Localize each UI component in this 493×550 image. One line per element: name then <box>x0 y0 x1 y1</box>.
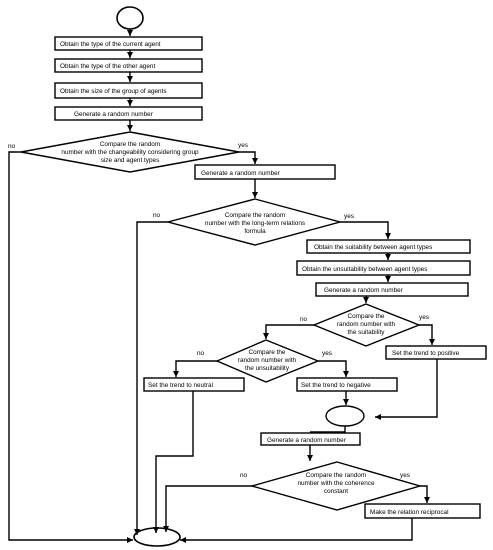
text-obtain-suitability: Obtain the suitability between agent typ… <box>314 244 432 251</box>
label-no-suitability: no <box>300 316 308 323</box>
start-terminal <box>116 6 144 30</box>
label-no-unsuitability: no <box>197 350 205 357</box>
label-yes-long-term: yes <box>344 213 354 220</box>
text-gen-random-2: Generate a random number <box>201 170 281 177</box>
text-changeability-2: number with the changeability considerin… <box>61 149 199 156</box>
text-long-term-2: number with the long-term relations <box>205 220 305 227</box>
text-coherence-1: Compare the random <box>306 472 366 479</box>
text-coherence-3: constant <box>324 488 348 495</box>
text-coherence-2: number with the coherence <box>297 480 375 487</box>
label-no-long-term: no <box>153 212 161 219</box>
step-trend-positive <box>385 345 487 360</box>
label-no-changeability: no <box>8 143 16 150</box>
step-trend-negative <box>296 377 398 392</box>
text-gen-random-4: Generate a random number <box>267 437 347 444</box>
text-gen-random-3: Generate a random number <box>324 287 404 294</box>
label-yes-unsuitability: yes <box>322 350 332 357</box>
decision-unsuitability <box>215 339 320 383</box>
text-changeability-3: size and agent types <box>101 157 160 164</box>
text-obtain-other-type: Obtain the type of the other agent <box>60 63 155 70</box>
step-gen-random-2 <box>194 164 336 180</box>
decision-coherence <box>249 461 423 511</box>
text-long-term-3: formula <box>244 228 266 235</box>
label-yes-changeability: yes <box>238 142 248 149</box>
step-obtain-unsuitability <box>296 260 471 276</box>
text-trend-neutral: Set the trend to neutral <box>148 382 213 389</box>
step-make-reciprocal <box>364 503 481 519</box>
text-long-term-1: Compare the random <box>225 212 285 219</box>
step-obtain-current-type <box>54 36 203 51</box>
text-suitability-3: the suitability <box>348 329 386 336</box>
decision-suitability <box>312 303 421 347</box>
text-unsuitability-3: the unsuitability <box>245 365 290 372</box>
text-make-reciprocal: Make the relation reciprocal <box>370 509 449 516</box>
step-gen-random-3 <box>315 282 469 297</box>
step-obtain-other-type <box>54 58 203 73</box>
text-obtain-unsuitability: Obtain the unsuitability between agent t… <box>302 266 427 273</box>
text-trend-negative: Set the trend to negative <box>301 382 371 389</box>
text-unsuitability-2: random number with <box>238 357 297 364</box>
step-obtain-group-size <box>54 82 203 99</box>
text-gen-random-1: Generate a random number <box>74 111 154 118</box>
decision-long-term <box>165 198 343 246</box>
merge-connector <box>325 405 365 427</box>
text-unsuitability-1: Compare the <box>249 349 286 356</box>
decision-changeability <box>20 131 240 173</box>
text-obtain-current-type: Obtain the type of the current agent <box>60 41 161 48</box>
step-trend-neutral <box>143 377 245 392</box>
text-trend-positive: Set the trend to positive <box>392 350 460 357</box>
label-yes-coherence: yes <box>400 472 410 479</box>
text-suitability-2: random number with <box>337 321 396 328</box>
text-suitability-1: Compare the <box>348 313 385 320</box>
label-yes-suitability: yes <box>419 314 429 321</box>
text-changeability-1: Compare the random <box>100 141 160 148</box>
label-no-coherence: no <box>240 472 248 479</box>
step-gen-random-1 <box>54 106 203 121</box>
end-terminal <box>133 527 181 547</box>
text-obtain-group-size: Obtain the size of the group of agents <box>60 88 167 95</box>
